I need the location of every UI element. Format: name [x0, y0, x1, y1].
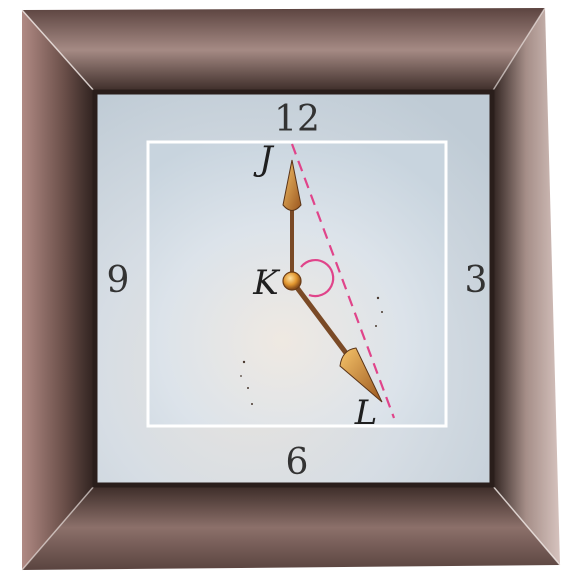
numeral-6: 6: [286, 442, 309, 483]
numeral-9: 9: [107, 260, 130, 301]
dashed-line-jl: [290, 143, 396, 419]
numeral-12: 12: [274, 99, 320, 140]
clock-frame: [21, 7, 561, 571]
point-label-k: K: [252, 263, 281, 303]
point-label-l: L: [354, 393, 378, 433]
point-label-j: J: [253, 139, 275, 179]
face-speckles: [240, 296, 383, 405]
clock-hands-icon: [282, 159, 383, 403]
numeral-3: 3: [465, 260, 488, 301]
angle-arc-jkl: [300, 259, 335, 298]
